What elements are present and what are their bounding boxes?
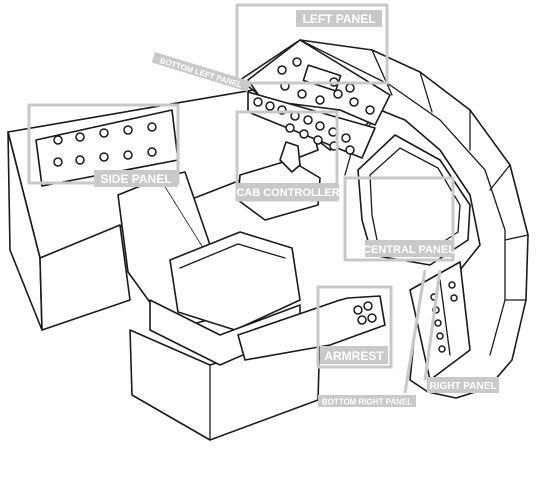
left-panel-callout [235,3,389,85]
label-armrest: ARMREST [320,346,388,364]
svg-text:SIDE PANEL: SIDE PANEL [100,172,171,186]
right-panel-leader [423,269,442,381]
central-panel-screen [357,134,471,266]
svg-text:ARMREST: ARMREST [324,349,384,363]
svg-text:RIGHT PANEL: RIGHT PANEL [429,381,496,392]
label-central-panel: CENTRAL PANEL [363,240,455,257]
armrest-buttons [353,301,377,325]
svg-text:CENTRAL PANEL: CENTRAL PANEL [363,244,455,256]
bottom-right-panel-leader [403,269,427,394]
label-cab-controller: CAB CONTROLLER [236,183,340,200]
side-panel-button-grid [53,122,157,167]
label-bottom-right-panel: BOTTOM RIGHT PANEL [318,395,416,407]
svg-text:LEFT PANEL: LEFT PANEL [302,12,375,26]
svg-text:BOTTOM RIGHT PANEL: BOTTOM RIGHT PANEL [322,398,412,407]
label-left-panel: LEFT PANEL [296,10,382,27]
armrest-callout [316,285,393,369]
central-panel-callout [343,176,455,262]
label-side-panel: SIDE PANEL [94,170,178,187]
svg-text:BOTTOM LEFT PANEL: BOTTOM LEFT PANEL [159,56,243,90]
svg-text:CAB CONTROLLER: CAB CONTROLLER [236,187,339,199]
label-right-panel: RIGHT PANEL [427,377,499,393]
bottom-left-panel-buttons [253,97,355,155]
